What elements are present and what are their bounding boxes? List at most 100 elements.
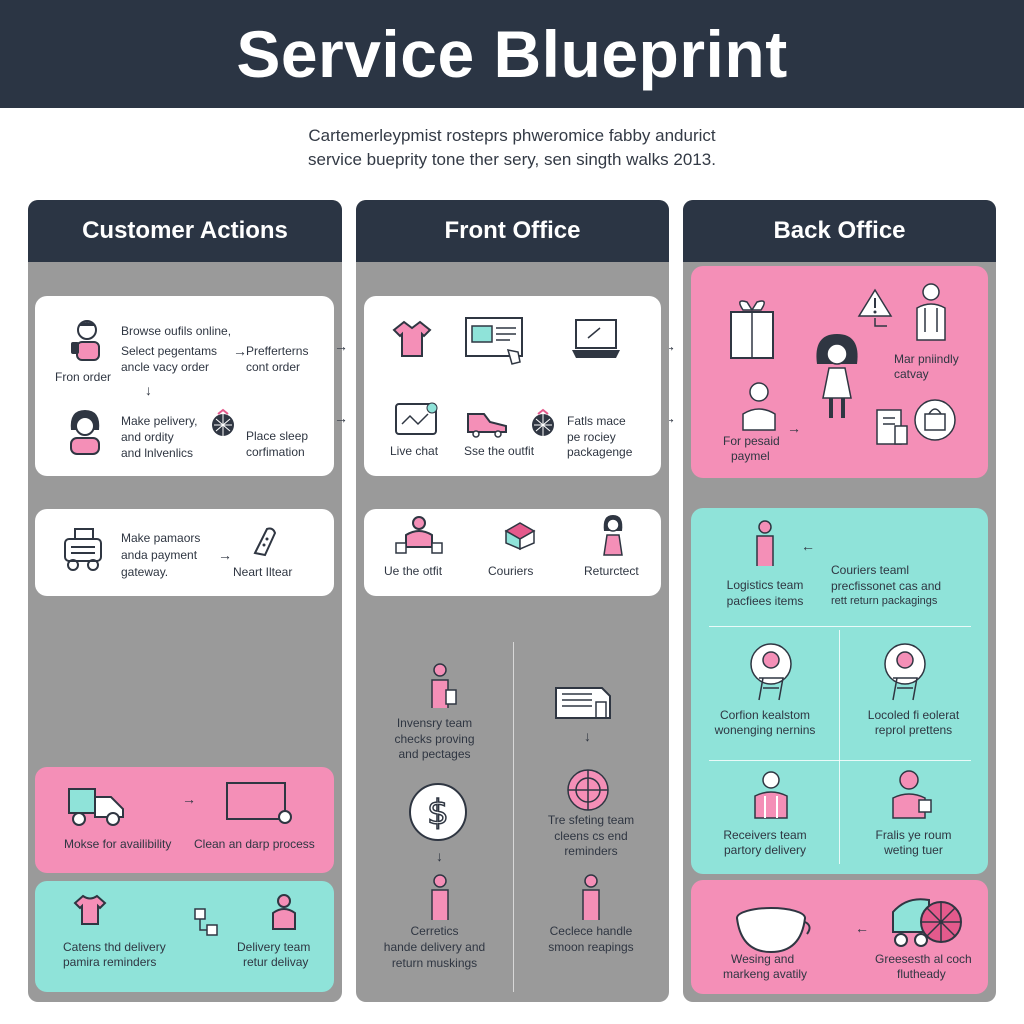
text-gre-1: Greesesth al coch <box>875 952 972 966</box>
text-clean: Clean an darp process <box>194 837 315 851</box>
person-bags-icon <box>394 515 444 557</box>
text-cer-3: return muskings <box>391 956 478 970</box>
text-fron-order: Fron order <box>55 370 112 384</box>
text-deliv-1: Delivery team <box>237 940 311 954</box>
subtitle-line-2: service bueprity tone ther sery, sen sin… <box>308 150 716 169</box>
text-select: Select pegentams <box>121 344 218 358</box>
back-card-logistics: ← Logistics team pacfiees items Couriers… <box>691 508 988 874</box>
subtitle-line-1: Cartemerleypmist rosteprs phweromice fab… <box>308 126 716 145</box>
text-rec-1: Receivers team <box>723 828 807 842</box>
text-returctect: Returctect <box>584 564 639 578</box>
inventory-person-icon <box>426 662 458 712</box>
storefront-icon <box>552 678 616 722</box>
text-deliv-2: retur delivay <box>243 955 309 969</box>
shopping-bag-icon <box>913 398 957 442</box>
chart-screen-icon <box>394 402 442 438</box>
polo-shirt-icon <box>392 318 432 360</box>
connector-arrow-icon: → <box>334 410 348 426</box>
text-couriers: Couriers <box>488 564 534 578</box>
text-pay-3: gateway. <box>121 565 169 579</box>
phone-hand-icon <box>249 525 281 559</box>
text-inventory-2: checks proving <box>394 732 475 746</box>
text-loc-2: reprol prettens <box>874 723 953 737</box>
text-cel-2: smoon reapings <box>548 940 634 954</box>
text-tre-2: cleens cs end <box>554 829 628 843</box>
text-fatls-3: packagenge <box>567 445 633 459</box>
divider-horizontal <box>709 626 971 627</box>
text-cel-1: Ceclece handle <box>549 924 633 938</box>
text-see-outfit: Sse the outfit <box>464 444 535 458</box>
agent-chair-icon <box>747 642 795 702</box>
text-pay-2: anda payment <box>121 548 198 562</box>
text-loc-1: Locoled fi eolerat <box>867 708 960 722</box>
text-gre-2: flutheady <box>897 967 946 981</box>
text-rec-2: partory delivery <box>723 843 807 857</box>
person-cup-icon <box>889 770 935 820</box>
text-cer-1: Cerretics <box>410 924 459 938</box>
arrow-right-icon: → <box>182 791 196 807</box>
text-con-1: Corfion kealstom <box>719 708 811 722</box>
text-tre-1: Tre sfeting team <box>547 813 635 827</box>
laptop-icon <box>570 318 622 360</box>
text-cer-2: hande delivery and <box>383 940 486 954</box>
truck-icon <box>65 785 127 829</box>
text-ue-otfit: Ue the otfit <box>384 564 443 578</box>
shirt-icon <box>73 893 107 927</box>
text-delivery-2: and ordity <box>121 430 174 444</box>
text-pay-2: paymel <box>731 449 770 463</box>
arrow-down-icon: ↓ <box>436 848 443 864</box>
divider-vertical <box>513 642 514 992</box>
connector-arrow-icon: → <box>334 338 348 354</box>
arrow-down-icon: ↓ <box>584 728 591 744</box>
text-delivery-1: Make pelivery, <box>121 414 198 428</box>
text-inventory-1: Invensry team <box>396 716 473 730</box>
disco-ball-icon <box>208 408 238 438</box>
text-fra-1: Fralis ye roum <box>875 828 952 842</box>
front-card-channels: Live chat Sse the outfit Fatls mace pe r… <box>364 296 661 476</box>
text-browse: Browse oufils online, <box>121 324 232 338</box>
text-tre-3: reminders <box>564 844 618 858</box>
front-card-handoff: Ue the otfit Couriers Returctect <box>364 509 661 596</box>
text-wes-2: markeng avatily <box>723 967 808 981</box>
text-fra-2: weting tuer <box>884 843 943 857</box>
arrow-right-icon: → <box>218 547 232 563</box>
lane-customer-actions: Customer Actions Browse oufils online, S… <box>28 200 342 1002</box>
disco-ball-icon <box>528 408 558 438</box>
support-agent-icon <box>739 380 779 432</box>
text-pay-1: Make pamaors <box>121 531 201 545</box>
svg-text:$: $ <box>427 793 449 833</box>
text-caten-1: Catens thd delivery <box>63 940 166 954</box>
text-mar-1: Mar pniindly <box>894 352 959 366</box>
monitor-icon <box>225 781 295 825</box>
text-fatls-1: Fatls mace <box>567 414 626 428</box>
package-icon <box>502 521 538 551</box>
cart-wheel-icon <box>887 892 967 954</box>
arrow-down-icon: ↓ <box>145 382 152 398</box>
customer-card-delivery: Catens thd delivery pamira reminders Del… <box>35 881 334 992</box>
flow-steps-icon <box>193 907 221 941</box>
agent-chair-icon <box>881 642 929 702</box>
arrow-left-icon: ← <box>801 538 815 554</box>
dollar-coin-icon: $ <box>408 782 474 846</box>
text-place-1: Place sleep <box>246 429 309 443</box>
text-delivery-3: and lnlvenlics <box>121 446 194 460</box>
clipboard-icon <box>875 400 911 448</box>
car-icon <box>61 527 105 575</box>
arrow-right-icon: → <box>787 420 801 436</box>
woman-icon <box>65 406 105 456</box>
target-icon <box>566 768 610 812</box>
text-availability: Mokse for availibility <box>64 837 172 851</box>
warning-icon <box>857 288 893 328</box>
text-live-chat: Live chat <box>390 444 439 458</box>
worker-icon <box>911 282 951 344</box>
text-cou-3: rett return packagings <box>831 595 938 607</box>
divider-horizontal <box>709 760 971 761</box>
lane-title-front: Front Office <box>356 200 669 262</box>
lane-front-office: Front Office Live chat Sse the outfit Fa… <box>356 200 669 1002</box>
arrow-left-icon: ← <box>855 920 869 936</box>
back-card-washing: ← Wesing and markeng avatily Greesesth a… <box>691 880 988 994</box>
lane-back-office: Back Office Mar pniindly catvay → For pe… <box>683 200 996 1002</box>
text-mar-2: catvay <box>894 367 929 381</box>
delivery-person-icon <box>267 893 301 931</box>
text-con-2: wonenging nernins <box>714 723 816 737</box>
